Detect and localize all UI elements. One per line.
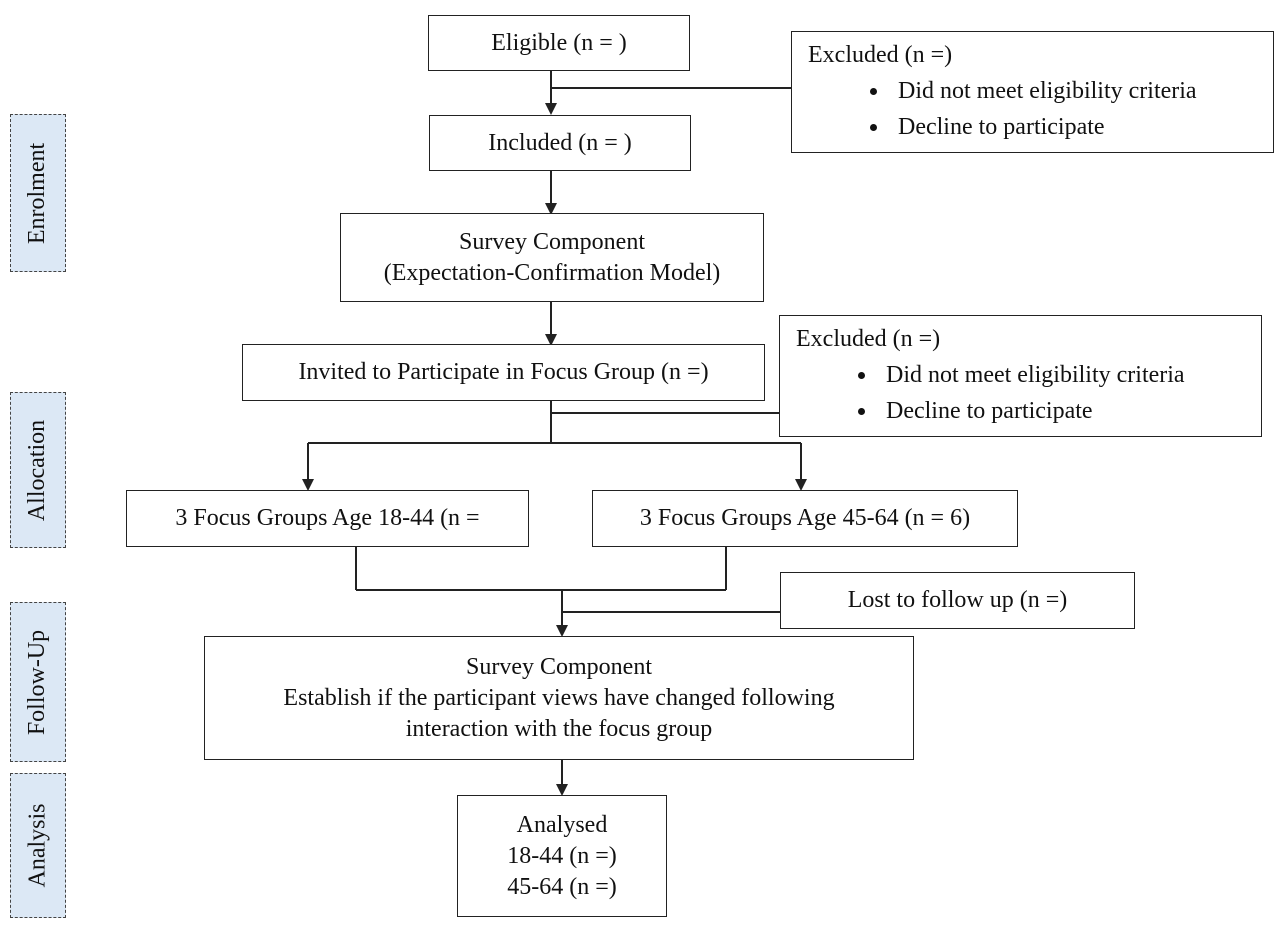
analysed-young: 18-44 (n =) (507, 842, 617, 869)
survey-followup-line3: interaction with the focus group (405, 715, 713, 742)
phase-analysis-label: Analysis (24, 803, 51, 888)
excluded-box-allocation: Excluded (n =) Did not meet eligibility … (779, 315, 1262, 437)
included-text: Included (n = ) (488, 129, 632, 156)
invited-text: Invited to Participate in Focus Group (n… (298, 359, 709, 385)
phase-enrolment-label: Enrolment (24, 142, 51, 244)
excluded-title: Excluded (n =) (808, 42, 953, 68)
lost-text: Lost to follow up (n =) (847, 587, 1068, 613)
excluded-title: Excluded (n =) (796, 326, 941, 352)
analysed-old: 45-64 (n =) (507, 873, 617, 900)
excluded-item: Decline to participate (890, 109, 1197, 145)
excluded-item: Decline to participate (878, 393, 1185, 429)
excluded-list: Did not meet eligibility criteria Declin… (808, 73, 1197, 145)
survey-followup-line2: Establish if the participant views have … (283, 684, 835, 711)
phase-analysis: Analysis (10, 773, 66, 918)
excluded-list: Did not meet eligibility criteria Declin… (796, 357, 1185, 429)
excluded-box-enrolment: Excluded (n =) Did not meet eligibility … (791, 31, 1274, 153)
survey-followup-box: Survey Component Establish if the partic… (204, 636, 914, 760)
included-box: Included (n = ) (429, 115, 691, 171)
analysed-title: Analysed (516, 811, 608, 838)
invited-box: Invited to Participate in Focus Group (n… (242, 344, 765, 401)
phase-follow-up: Follow-Up (10, 602, 66, 762)
focus-group-young-box: 3 Focus Groups Age 18-44 (n = (126, 490, 529, 547)
eligible-box: Eligible (n = ) (428, 15, 690, 71)
phase-follow-up-label: Follow-Up (24, 629, 51, 735)
focus-group-young-text: 3 Focus Groups Age 18-44 (n = (175, 505, 480, 531)
eligible-text: Eligible (n = ) (491, 29, 627, 56)
phase-allocation-label: Allocation (24, 419, 51, 521)
excluded-item: Did not meet eligibility criteria (890, 73, 1197, 109)
lost-to-follow-up-box: Lost to follow up (n =) (780, 572, 1135, 629)
excluded-item: Did not meet eligibility criteria (878, 357, 1185, 393)
survey-component-box: Survey Component (Expectation-Confirmati… (340, 213, 764, 302)
focus-group-old-text: 3 Focus Groups Age 45-64 (n = 6) (639, 505, 971, 531)
survey-followup-title: Survey Component (466, 653, 652, 680)
survey-model: (Expectation-Confirmation Model) (383, 259, 721, 286)
survey-title: Survey Component (459, 228, 645, 255)
phase-enrolment: Enrolment (10, 114, 66, 272)
focus-group-old-box: 3 Focus Groups Age 45-64 (n = 6) (592, 490, 1018, 547)
analysed-box: Analysed 18-44 (n =) 45-64 (n =) (457, 795, 667, 917)
phase-allocation: Allocation (10, 392, 66, 548)
